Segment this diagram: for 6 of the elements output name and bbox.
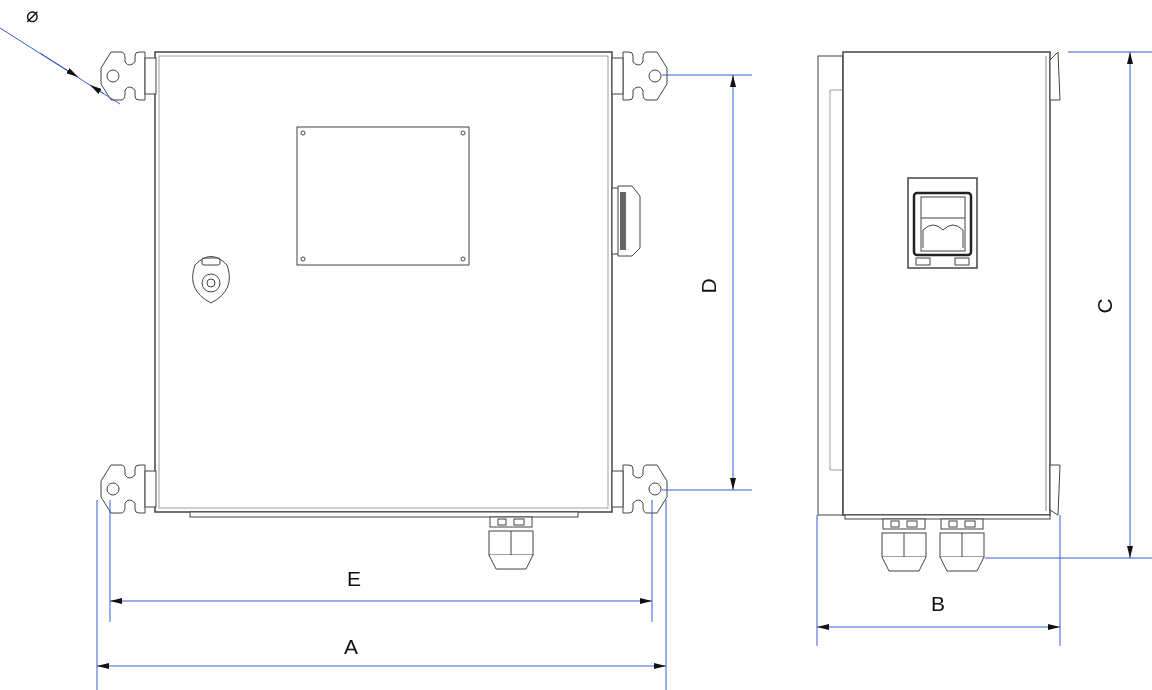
dimension-label: A: [344, 635, 358, 657]
dimension-label: B: [931, 592, 945, 614]
dimension-label: ⌀: [25, 3, 39, 25]
dimension-label: D: [697, 278, 719, 294]
dimension-label: E: [347, 567, 361, 589]
dimension-label: C: [1093, 298, 1115, 314]
